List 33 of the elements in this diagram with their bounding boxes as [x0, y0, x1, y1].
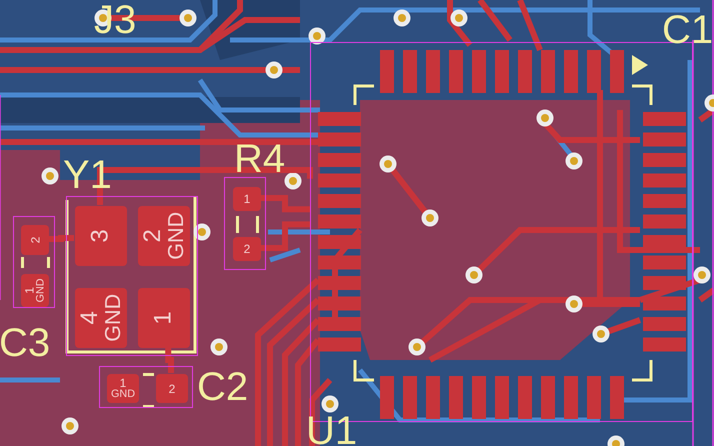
copper-trace	[260, 195, 310, 212]
reference-designator: C2	[197, 367, 248, 407]
solder-pad	[21, 274, 49, 307]
solder-pad	[233, 187, 261, 211]
reference-designator: C3	[0, 323, 50, 363]
pin-number: 2	[168, 382, 176, 394]
net-name: GND	[111, 389, 135, 400]
net-name: GND	[165, 212, 187, 260]
solder-pad	[107, 374, 139, 403]
solder-pad	[138, 288, 190, 348]
pin-number: 1	[24, 287, 36, 294]
solder-pad	[138, 206, 190, 266]
copper-trace	[48, 235, 74, 242]
solder-pad	[233, 237, 261, 261]
pin-number: 1	[152, 311, 176, 325]
copper-trace	[165, 347, 174, 373]
net-name: GND	[102, 294, 124, 342]
pin-number: 4	[78, 311, 102, 325]
net-name: GND	[36, 278, 46, 302]
solder-pad	[156, 374, 188, 403]
pin-number: 3	[89, 229, 113, 243]
copper-trace	[97, 167, 313, 205]
solder-pad	[75, 206, 127, 266]
pin-number: 2	[141, 229, 166, 243]
reference-designator: R4	[234, 139, 286, 179]
reference-designator: C1	[662, 10, 714, 50]
copper-trace	[260, 221, 310, 251]
pin-number: 1	[120, 377, 126, 390]
solder-pad	[75, 288, 127, 348]
pin-number: 2	[29, 236, 41, 244]
solder-pad	[21, 225, 49, 255]
pin-number: 1	[244, 193, 250, 205]
pin-number: 2	[244, 243, 250, 255]
